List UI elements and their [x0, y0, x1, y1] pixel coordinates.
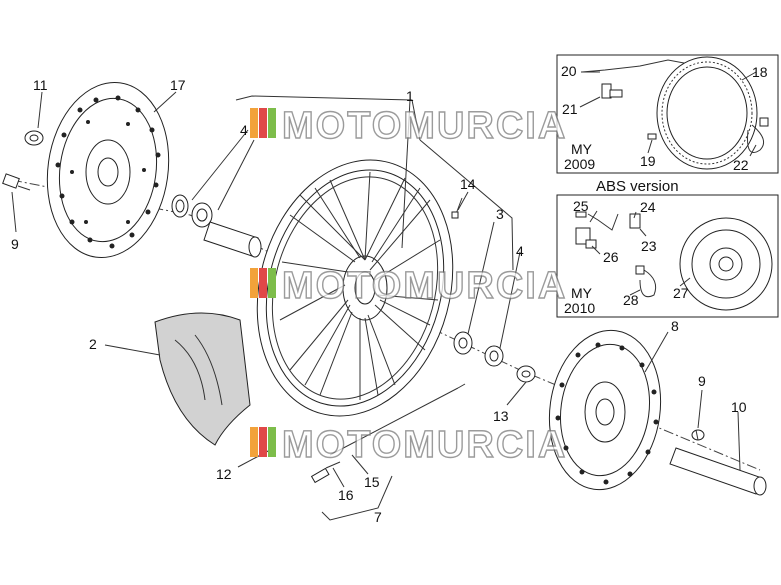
callout-15: 15 — [364, 474, 380, 490]
tire-section — [154, 312, 251, 446]
box-top-line1: MY — [571, 141, 593, 157]
callout-26: 26 — [603, 249, 619, 265]
callout-22: 22 — [733, 157, 749, 173]
callout-13: 13 — [493, 408, 509, 424]
spoked-wheel — [256, 159, 454, 417]
callout-27: 27 — [673, 285, 689, 301]
svg-text:MOTOMURCIA: MOTOMURCIA — [282, 424, 567, 466]
callout-28: 28 — [623, 292, 639, 308]
callout-16: 16 — [338, 487, 354, 503]
spacer-tube — [203, 221, 262, 258]
svg-text:MOTOMURCIA: MOTOMURCIA — [282, 265, 567, 307]
abs-box-my2010 — [556, 194, 779, 318]
svg-text:MOTOMURCIA: MOTOMURCIA — [282, 105, 567, 147]
bearing-left — [171, 194, 213, 228]
callout-9-left: 9 — [11, 236, 19, 252]
callout-3: 3 — [496, 206, 504, 222]
abs-box-my2009 — [556, 54, 779, 174]
callout-18: 18 — [752, 64, 768, 80]
watermark-3: MOTOMURCIA — [250, 423, 567, 467]
callout-4-right: 4 — [516, 243, 524, 259]
callout-2: 2 — [89, 336, 97, 352]
spacer-13 — [516, 365, 536, 383]
callout-12: 12 — [216, 466, 232, 482]
box-bottom-line1: MY — [571, 285, 593, 301]
callout-10: 10 — [731, 399, 747, 415]
callout-25: 25 — [573, 198, 589, 214]
axle-10 — [669, 447, 767, 496]
nut-11 — [24, 130, 44, 146]
callout-11: 11 — [33, 77, 48, 93]
bracket-7 — [321, 475, 393, 521]
callout-1: 1 — [406, 88, 414, 104]
watermark-1: MOTOMURCIA — [250, 104, 567, 148]
bearing-right — [453, 331, 504, 367]
left-brake-disc — [46, 81, 170, 259]
watermark-2: MOTOMURCIA — [250, 264, 567, 308]
callout-21: 21 — [562, 101, 578, 117]
bracket-1 — [235, 95, 421, 141]
callout-24: 24 — [640, 199, 656, 215]
bracket-1-right — [419, 139, 514, 271]
box-bottom-line2: 2010 — [564, 300, 595, 316]
box-top-line2: 2009 — [564, 156, 595, 172]
spoke-15 — [329, 383, 466, 456]
callout-14: 14 — [460, 176, 476, 192]
callout-7: 7 — [374, 509, 382, 525]
left-screw-9 — [2, 173, 31, 191]
abs-version-label: ABS version — [596, 178, 679, 195]
callout-19: 19 — [640, 153, 656, 169]
valve-14 — [451, 197, 463, 219]
right-screw-9 — [691, 429, 705, 441]
callout-9-right: 9 — [698, 373, 706, 389]
right-brake-disc — [548, 329, 662, 491]
leader-lines — [11, 91, 741, 488]
callout-8: 8 — [671, 318, 679, 334]
nipple-16 — [310, 461, 341, 484]
callout-20: 20 — [561, 63, 577, 79]
callout-4-left: 4 — [240, 122, 248, 138]
callout-17: 17 — [170, 77, 186, 93]
callout-23: 23 — [641, 238, 657, 254]
